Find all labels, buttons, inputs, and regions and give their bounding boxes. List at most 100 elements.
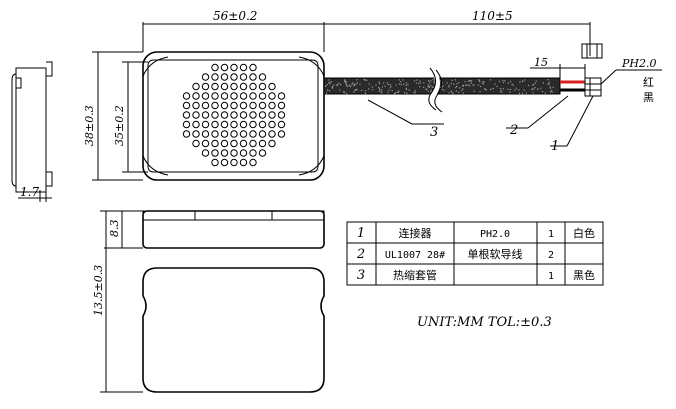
bom-cell-name: 热缩套管	[393, 268, 437, 282]
grill-hole	[211, 149, 219, 157]
grill-hole	[192, 139, 200, 148]
grill-hole	[230, 63, 238, 72]
grill-hole	[239, 101, 248, 110]
grill-hole	[230, 139, 238, 148]
grill-hole	[249, 120, 257, 129]
profile-view: 8.3	[104, 210, 325, 249]
grill-hole	[220, 130, 229, 138]
grill-hole	[268, 130, 276, 138]
height-outer-text: 38±0.3	[83, 105, 96, 146]
profile-body	[142, 210, 325, 249]
grill-hole	[220, 120, 229, 129]
side-view: 1.7	[11, 61, 53, 202]
grill-hole	[249, 149, 257, 157]
side-view-tab-top	[46, 61, 53, 77]
grill-hole	[239, 139, 248, 148]
grill-hole	[211, 158, 219, 167]
grill-hole	[249, 63, 257, 72]
strip-length-text: 15	[534, 56, 548, 69]
grill-hole	[249, 101, 257, 110]
grill-hole	[211, 120, 219, 129]
grill-hole	[211, 101, 219, 110]
grill-hole	[201, 82, 210, 91]
grill-hole	[268, 101, 276, 110]
grill-hole	[268, 111, 276, 119]
speaker-inner-outline	[147, 59, 319, 173]
grill-hole	[211, 63, 219, 72]
grill-hole	[258, 120, 267, 129]
connector-top-view	[581, 43, 603, 59]
grill-hole	[192, 111, 200, 119]
grill-hole	[220, 73, 229, 81]
grill-hole	[249, 82, 257, 91]
grill-hole	[182, 101, 191, 110]
grill-hole	[192, 82, 200, 91]
callout-3: 3	[430, 125, 438, 140]
grill-hole	[249, 139, 257, 148]
bom-cell-name: 连接器	[399, 227, 432, 240]
grill-hole	[182, 120, 191, 129]
grill-hole	[192, 130, 200, 138]
speaker-outline	[142, 51, 325, 181]
unit-note: UNIT:MM TOL:±0.3	[417, 315, 552, 330]
grill-hole	[239, 120, 248, 129]
grill-hole	[192, 92, 200, 100]
thickness-dim-text: 1.7	[20, 185, 39, 199]
grill-hole	[211, 111, 219, 119]
speaker-grill	[182, 63, 286, 167]
cable-length-text: 110±5	[472, 9, 513, 23]
grill-hole	[277, 101, 286, 110]
profile-depth-text: 8.3	[108, 220, 121, 238]
grill-hole	[258, 101, 267, 110]
grill-hole	[182, 92, 191, 100]
grill-hole	[239, 149, 248, 157]
grill-hole	[258, 149, 267, 157]
grill-hole	[230, 120, 238, 129]
red-wire-label: 红	[643, 76, 654, 89]
grill-hole	[211, 130, 219, 138]
grill-hole	[230, 82, 238, 91]
grill-hole	[258, 130, 267, 138]
black-wire-label: 黑	[643, 91, 654, 104]
callout-1: 1	[551, 139, 559, 154]
grill-hole	[230, 149, 238, 157]
grill-hole	[192, 101, 200, 110]
grill-hole	[239, 92, 248, 100]
grill-hole	[239, 111, 248, 119]
grill-hole	[211, 92, 219, 100]
grill-hole	[211, 73, 219, 81]
grill-hole	[211, 82, 219, 91]
grill-hole	[258, 82, 267, 91]
bottom-outline	[142, 267, 325, 393]
bottom-view: 13.5±0.3	[92, 210, 325, 393]
grill-hole	[239, 82, 248, 91]
grill-hole	[201, 111, 210, 119]
grill-hole	[201, 92, 210, 100]
bom-cell-spec: PH2.0	[480, 229, 510, 240]
grill-hole	[258, 111, 267, 119]
bom-cell-name: UL1007 28#	[385, 250, 445, 261]
grill-hole	[239, 73, 248, 81]
grill-hole	[220, 149, 229, 157]
grill-hole	[249, 73, 257, 81]
callout-2: 2	[509, 123, 518, 138]
grill-hole	[277, 111, 286, 119]
grill-hole	[230, 130, 238, 138]
side-view-notch-top	[16, 77, 22, 89]
grill-hole	[182, 111, 191, 119]
grill-hole	[220, 63, 229, 72]
callouts: 3 2 1	[367, 95, 594, 154]
grill-hole	[201, 73, 210, 81]
bom-cell-qty: 1	[548, 271, 554, 282]
grill-hole	[249, 92, 257, 100]
grill-hole	[268, 139, 276, 148]
grill-hole	[220, 111, 229, 119]
bottom-height-text: 13.5±0.3	[92, 265, 105, 316]
grill-hole	[239, 63, 248, 72]
connector-body	[584, 77, 602, 97]
connector-label: PH2.0	[621, 57, 657, 70]
bom-cell-qty: 1	[548, 229, 554, 240]
grill-hole	[220, 158, 229, 167]
